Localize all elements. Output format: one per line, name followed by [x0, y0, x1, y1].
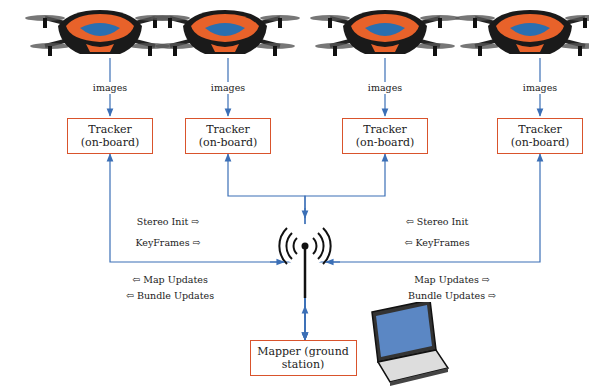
- process-box: Tracker (on-board): [342, 118, 428, 154]
- link-arrow: [228, 154, 305, 340]
- message-label: Stereo Init ⇨: [135, 216, 202, 228]
- message-label: ⇦ Bundle Updates: [124, 290, 216, 302]
- process-box: Tracker (on-board): [497, 118, 583, 154]
- box-label: Mapper (ground station): [257, 345, 350, 371]
- message-label: ⇦ KeyFrames: [402, 237, 471, 249]
- data-label: images: [91, 82, 129, 94]
- message-label: Bundle Updates ⇨: [406, 290, 498, 302]
- process-box: Tracker (on-board): [67, 118, 153, 154]
- box-label: Tracker (on-board): [80, 123, 141, 149]
- link-arrow: [110, 154, 305, 340]
- data-label: images: [366, 82, 404, 94]
- data-label: images: [209, 82, 247, 94]
- link-arrow: [305, 154, 385, 340]
- process-box: Mapper (ground station): [250, 340, 357, 376]
- laptop: [372, 300, 448, 386]
- box-label: Tracker (on-board): [510, 123, 571, 149]
- box-label: Tracker (on-board): [198, 123, 259, 149]
- message-label: ⇦ Stereo Init: [404, 216, 471, 228]
- data-label: images: [521, 82, 559, 94]
- box-label: Tracker (on-board): [355, 123, 416, 149]
- process-box: Tracker (on-board): [185, 118, 271, 154]
- message-label: ⇦ Map Updates: [130, 274, 210, 286]
- link-arrow: [305, 154, 540, 340]
- message-label: KeyFrames ⇨: [133, 237, 202, 249]
- message-label: Map Updates ⇨: [412, 274, 492, 286]
